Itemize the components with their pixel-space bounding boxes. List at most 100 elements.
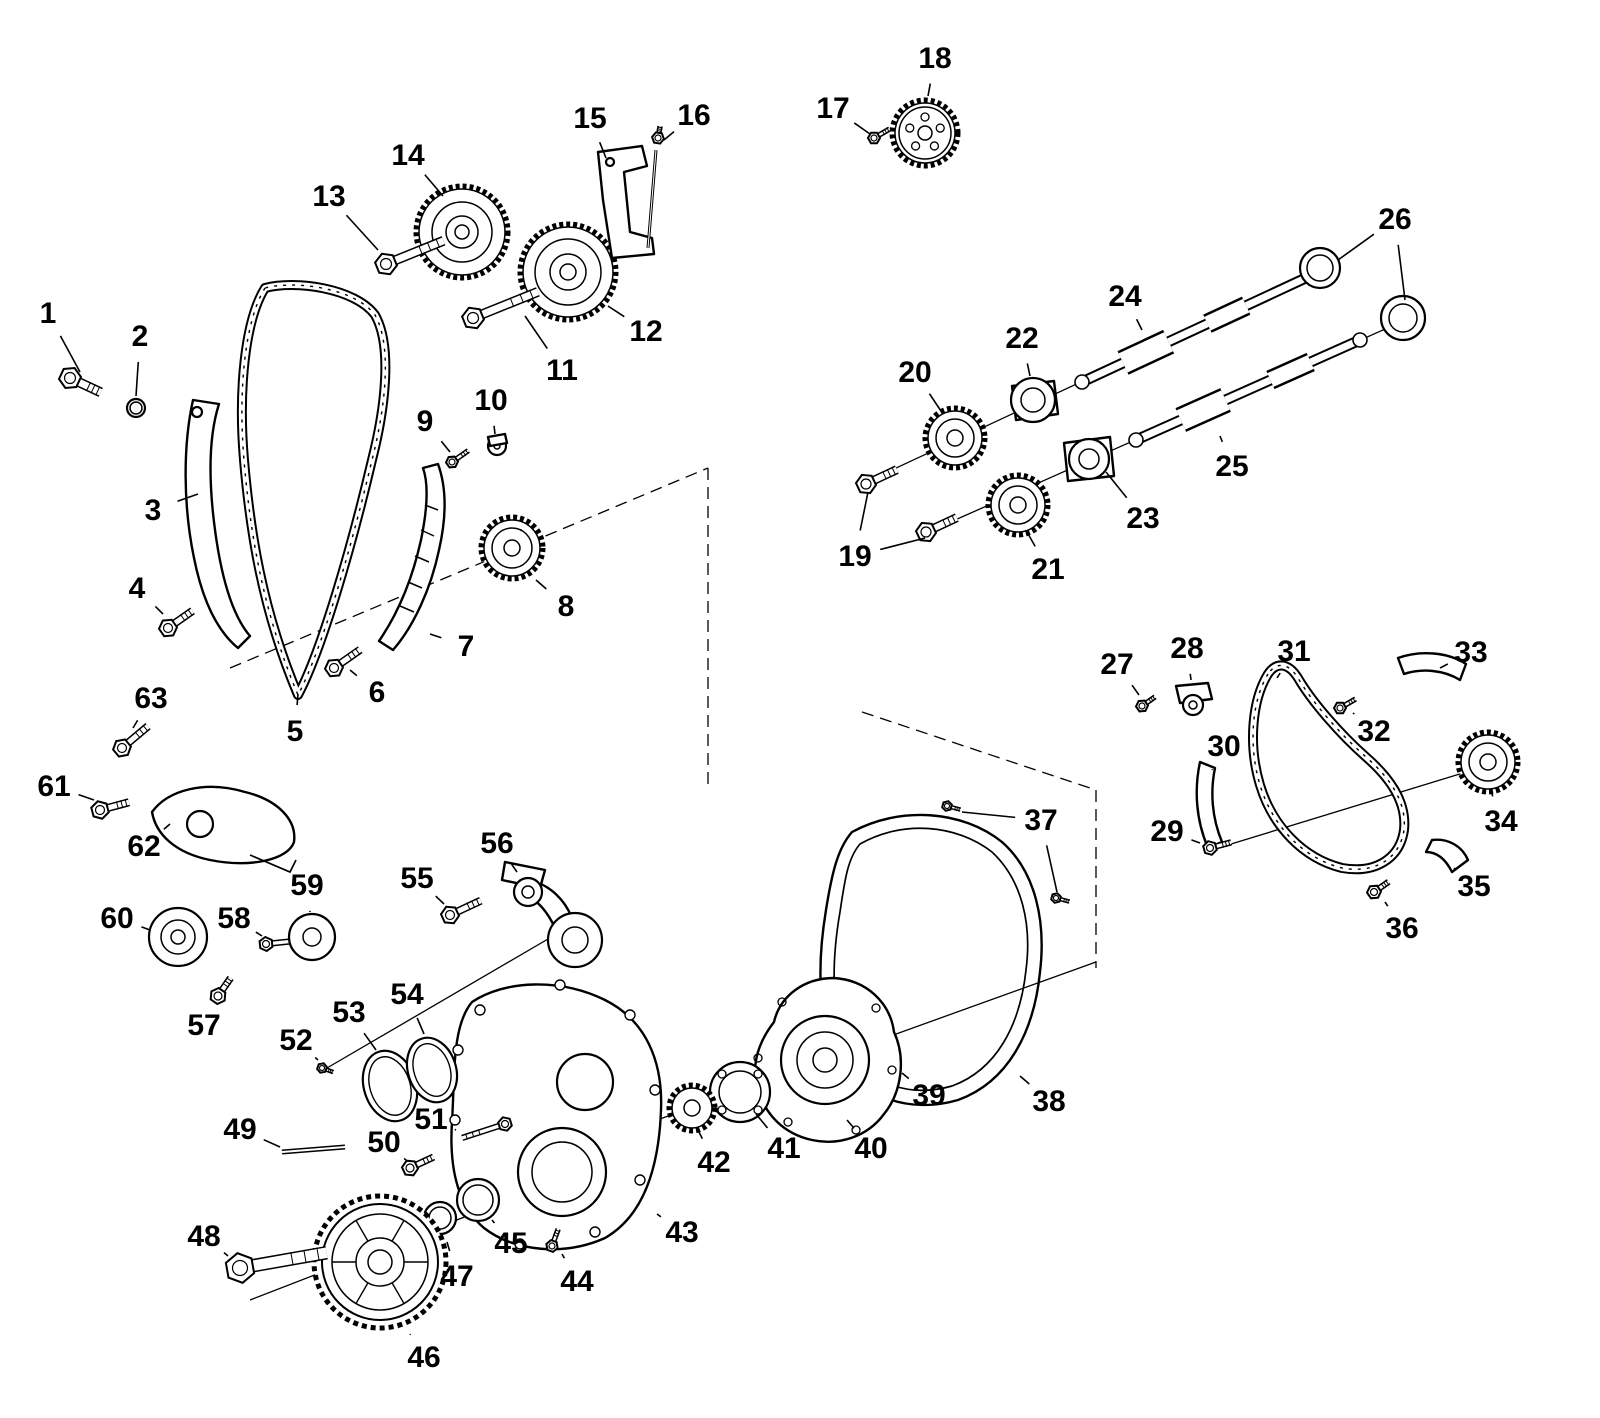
callout-43: 43 [656, 1213, 699, 1249]
callout-18: 18 [918, 42, 952, 97]
balance-shaft-bolt-19b [914, 513, 959, 543]
callout-28: 28 [1170, 632, 1204, 681]
callout-number-42: 42 [697, 1146, 730, 1179]
callout-46: 46 [407, 1333, 441, 1374]
callout-40: 40 [846, 1119, 888, 1165]
intake-cam-sprocket [413, 183, 511, 281]
guide-bolt-29 [1202, 839, 1233, 856]
chain-upper-bracket [596, 144, 656, 260]
callout-number-20: 20 [898, 356, 931, 389]
callout-14: 14 [391, 139, 444, 197]
cover-bolt-52 [315, 1062, 335, 1075]
balancer-bolt-48 [224, 1246, 328, 1284]
callout-number-12: 12 [629, 315, 662, 348]
chain-guide-pivot-hole [190, 405, 204, 419]
callout-number-45: 45 [494, 1227, 527, 1260]
chain-clip-tab [486, 432, 509, 448]
shaft-retainer-22-rings [1009, 376, 1057, 424]
callout-number-59: 59 [290, 869, 323, 902]
callout-10: 10 [474, 384, 508, 435]
callout-number-11: 11 [546, 354, 578, 387]
cover-bolt-44 [545, 1228, 561, 1254]
water-pump-sprocket [889, 97, 961, 169]
callout-number-47: 47 [440, 1260, 473, 1293]
callout-number-19: 19 [838, 540, 871, 573]
callout-53: 53 [332, 996, 377, 1051]
callout-52: 52 [279, 1024, 319, 1061]
callout-41: 41 [755, 1113, 801, 1165]
callout-number-16: 16 [677, 99, 710, 132]
callout-31: 31 [1276, 635, 1311, 679]
callout-7: 7 [429, 630, 475, 663]
callout-number-23: 23 [1126, 502, 1159, 535]
callout-number-14: 14 [391, 139, 425, 172]
callout-57: 57 [187, 1001, 221, 1042]
cover-bolt-37a [941, 800, 962, 812]
tensioner-bolt-50 [400, 1153, 436, 1177]
pump-flange-holes [717, 1069, 763, 1115]
callout-51: 51 [414, 1103, 457, 1136]
callout-number-40: 40 [854, 1132, 887, 1165]
balance-shaft-2 [1128, 332, 1368, 448]
callout-number-17: 17 [816, 92, 849, 125]
secondary-guide-top [1396, 652, 1468, 682]
tensioner-guide [377, 462, 446, 652]
callout-number-24: 24 [1108, 280, 1142, 313]
callout-24: 24 [1108, 280, 1143, 331]
callout-number-26: 26 [1378, 203, 1411, 236]
secondary-tensioner-shoe [1424, 838, 1470, 874]
oil-pump-tensioner-hole [185, 809, 215, 839]
callout-38: 38 [1019, 1075, 1066, 1118]
callout-number-41: 41 [767, 1132, 800, 1165]
callout-number-7: 7 [458, 630, 475, 663]
callout-number-49: 49 [223, 1113, 256, 1146]
callout-37: 37 [961, 804, 1058, 893]
balance-driven-sprocket [985, 472, 1051, 538]
callout-33: 33 [1439, 636, 1488, 669]
cover-bolt-37b [1050, 892, 1071, 904]
oil-gallery-plug [57, 366, 103, 397]
callout-number-52: 52 [279, 1024, 312, 1057]
callout-number-10: 10 [474, 384, 507, 417]
callout-17: 17 [816, 92, 871, 135]
callout-number-48: 48 [187, 1220, 220, 1253]
callout-1: 1 [40, 297, 81, 373]
front-cover-crank-bore [516, 1126, 608, 1218]
callout-22: 22 [1005, 322, 1039, 377]
callout-number-13: 13 [312, 180, 345, 213]
callout-number-57: 57 [187, 1009, 220, 1042]
guide-bolt-6 [323, 646, 363, 678]
callout-50: 50 [367, 1126, 407, 1161]
callout-number-63: 63 [134, 682, 167, 715]
callout-30: 30 [1207, 730, 1241, 771]
callout-number-6: 6 [369, 676, 386, 709]
callout-26: 26 [1337, 203, 1412, 301]
callout-number-25: 25 [1215, 450, 1248, 483]
oil-pump-tensioner [150, 785, 296, 865]
callout-6: 6 [349, 669, 386, 709]
callout-60: 60 [100, 902, 151, 935]
callout-32: 32 [1352, 712, 1391, 748]
tensioner-bolt-55 [439, 896, 483, 925]
callout-13: 13 [312, 180, 379, 251]
tensioner-bolt-61 [90, 798, 131, 820]
callout-16: 16 [663, 99, 711, 141]
callout-34: 34 [1484, 793, 1518, 838]
callout-number-28: 28 [1170, 632, 1203, 665]
callout-54: 54 [390, 978, 425, 1035]
idler-bolt-57 [209, 975, 234, 1006]
secondary-guide-left [1195, 760, 1224, 850]
callout-number-22: 22 [1005, 322, 1038, 355]
tensioner-bolt-63 [111, 723, 151, 758]
callout-number-37: 37 [1024, 804, 1057, 837]
cover-gasket [819, 813, 1043, 1107]
callout-number-5: 5 [287, 715, 304, 748]
callout-35: 35 [1453, 867, 1491, 903]
callout-number-58: 58 [217, 902, 250, 935]
shaft-bushing-26a [1298, 246, 1342, 290]
secondary-sprocket [1455, 729, 1521, 795]
callout-23: 23 [1105, 471, 1160, 535]
callout-number-51: 51 [414, 1103, 447, 1136]
callout-number-34: 34 [1484, 805, 1518, 838]
callout-number-33: 33 [1454, 636, 1487, 669]
